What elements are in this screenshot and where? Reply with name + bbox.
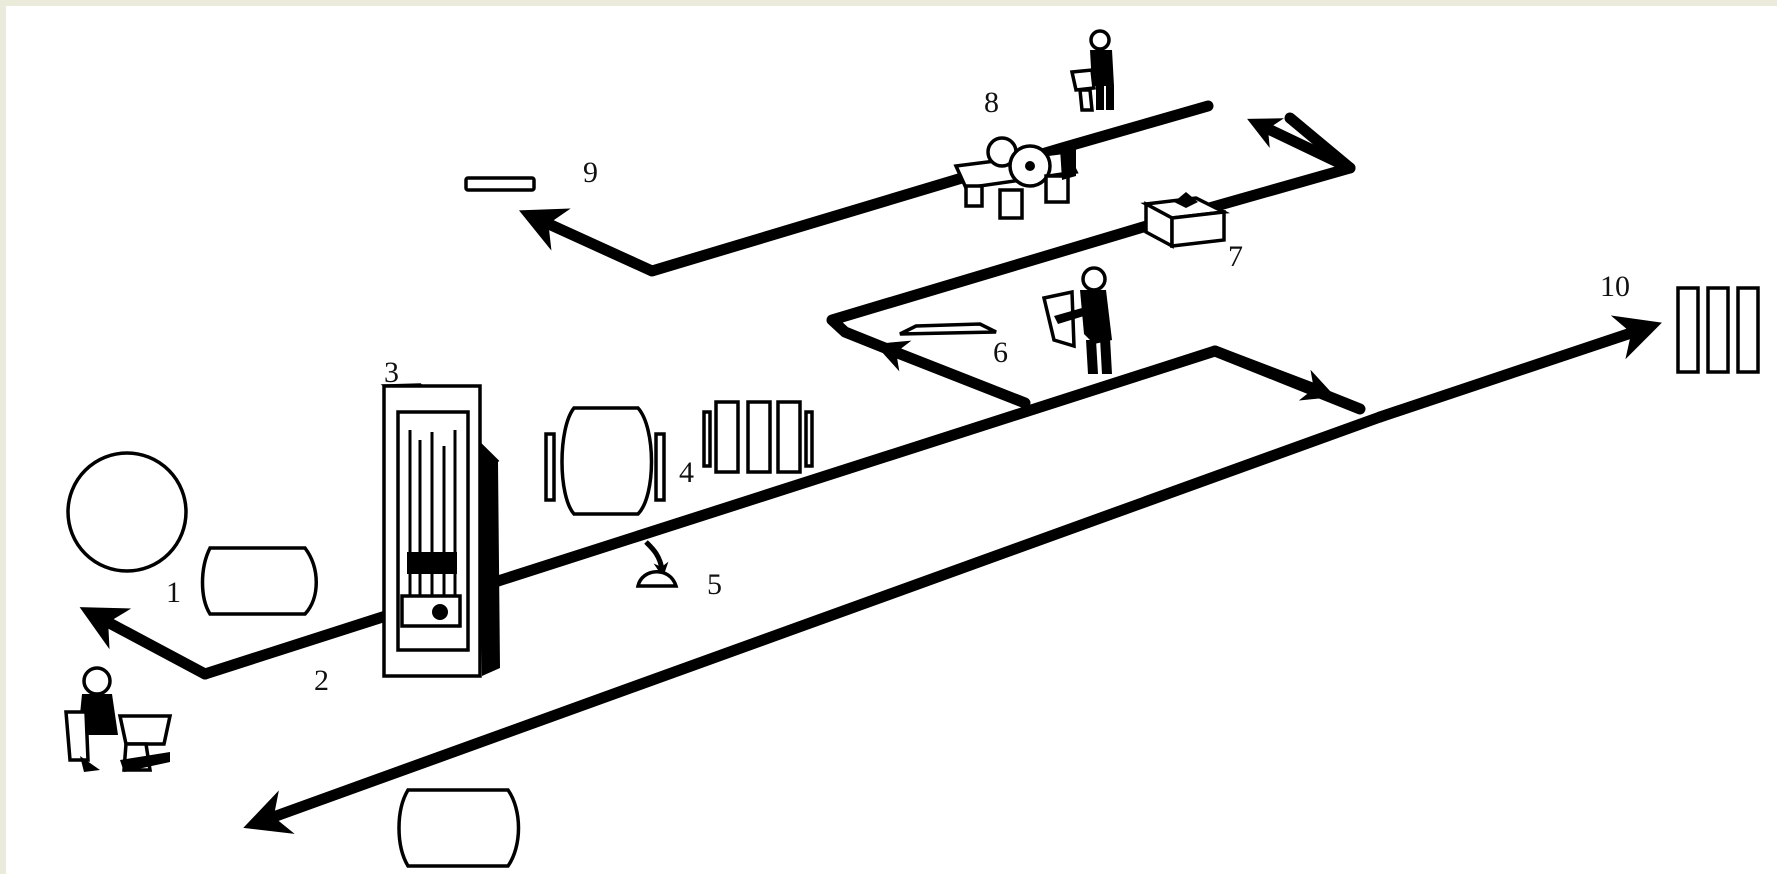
- finished-part-icon: [466, 178, 534, 190]
- flow-arrow-to-10-branch: [1215, 351, 1320, 391]
- raw-ingot-circle: [68, 453, 186, 571]
- label-9: 9: [583, 156, 598, 189]
- process-flow-diagram: 1 2 3 4 5 6 7 8 9 10: [6, 6, 1777, 874]
- final-product-icon: [1678, 288, 1758, 372]
- diagram-canvas: 1 2 3 4 5 6 7 8 9 10: [6, 6, 1777, 874]
- label-7: 7: [1228, 240, 1243, 273]
- label-4: 4: [679, 456, 694, 489]
- scrap-piece-icon: [638, 572, 676, 586]
- label-10: 10: [1600, 270, 1630, 303]
- inspector-worker-icon: [1044, 268, 1112, 374]
- forged-bars-icon: [704, 402, 812, 472]
- raw-ingot-barrel: [203, 548, 317, 614]
- flow-arrow-to-5: [646, 542, 662, 570]
- forging-press-icon: [384, 385, 500, 676]
- flow-input-arrow: [100, 618, 205, 674]
- label-1: 1: [166, 576, 181, 609]
- product-barrel-bottom: [399, 790, 519, 866]
- flow-to-product-10: [1380, 330, 1640, 417]
- label-3: 3: [384, 356, 399, 389]
- machinist-worker-icon: [1072, 31, 1114, 110]
- label-5: 5: [707, 568, 722, 601]
- label-6: 6: [993, 336, 1008, 369]
- heat-treat-box-icon: [1146, 192, 1224, 246]
- label-2: 2: [314, 664, 329, 697]
- inspected-part-icon: [900, 324, 996, 334]
- forged-billet-icon: [546, 408, 664, 514]
- label-8: 8: [984, 86, 999, 119]
- worker-seated-icon: [66, 668, 170, 772]
- flow-through-machine: [540, 106, 1208, 271]
